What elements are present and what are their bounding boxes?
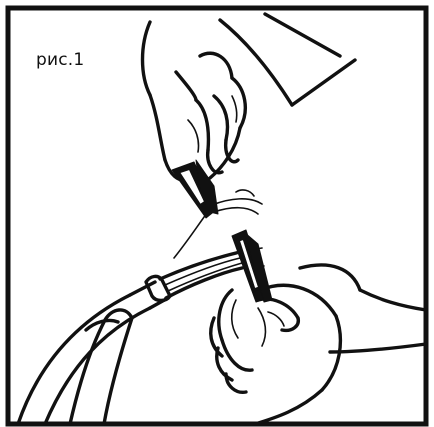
left-arm-sleeve [68, 308, 134, 426]
upper-hand [140, 12, 357, 183]
cable [16, 280, 170, 426]
figure-caption: рис.1 [36, 50, 85, 70]
lower-hand [209, 263, 428, 426]
lower-alligator-clip [231, 229, 273, 303]
figure-frame [5, 5, 429, 427]
upper-alligator-clip [171, 159, 219, 219]
